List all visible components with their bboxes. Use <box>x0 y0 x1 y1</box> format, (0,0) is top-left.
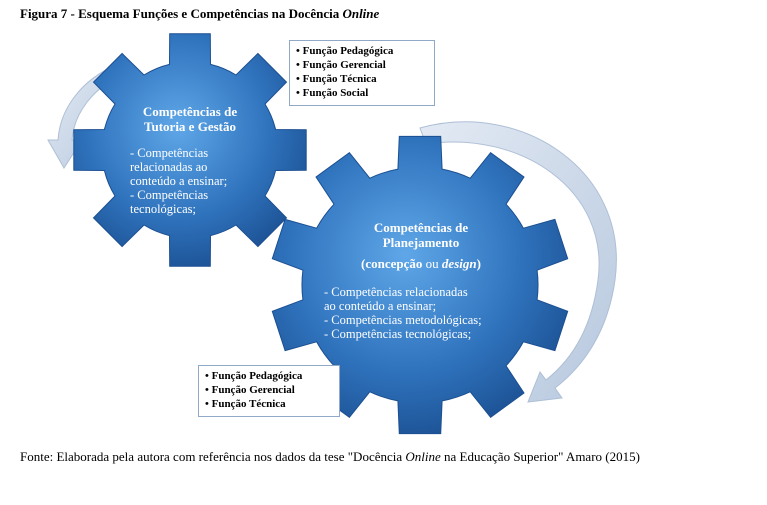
gear-bottom-subtitle: (concepção ou design) <box>316 256 526 271</box>
gear-bottom-title: Competências de Planejamento (concepção … <box>316 220 526 271</box>
source-prefix: Fonte: Elaborada pela autora com referên… <box>20 449 406 464</box>
source-suffix: na Educação Superior" Amaro (2015) <box>440 449 640 464</box>
figure-caption: Figura 7 - Esquema Funções e Competência… <box>20 6 379 22</box>
function-item: • Função Técnica <box>296 73 377 85</box>
function-item: • Função Pedagógica <box>296 45 394 57</box>
gear-bottom-body-line: ao conteúdo a ensinar; <box>324 299 437 313</box>
gear-bottom-title-line2: Planejamento <box>382 235 460 250</box>
gear-bottom-body-line: - Competências relacionadas <box>324 285 468 299</box>
gear-top <box>73 33 307 267</box>
subtitle-prefix: (concepção <box>361 256 426 271</box>
function-item: • Função Gerencial <box>205 384 295 396</box>
source-emphasis: Online <box>405 449 441 464</box>
curved-arrow-bottom <box>419 121 617 403</box>
gear-bottom-body-line: - Competências metodológicas; <box>324 313 482 327</box>
gear-bottom-body-line: - Competências tecnológicas; <box>324 327 472 341</box>
gear-top-title-line2: Tutoria e Gestão <box>144 119 236 134</box>
gear-top-title-line1: Competências de <box>142 104 238 119</box>
gear-top-title: Competências de Tutoria e Gestão <box>120 104 260 134</box>
gear-top-body-line: - Competências <box>130 146 209 160</box>
subtitle-or: ou <box>425 256 442 271</box>
functions-box-top: • Função Pedagógica • Função Gerencial •… <box>289 40 435 106</box>
gear-bottom <box>271 135 569 435</box>
function-item: • Função Pedagógica <box>205 370 303 382</box>
diagram-canvas <box>47 33 617 435</box>
gear-top-body-line: relacionadas ao <box>130 160 208 174</box>
source-note: Fonte: Elaborada pela autora com referên… <box>20 449 750 465</box>
gear-top-body-line: conteúdo a ensinar; <box>130 174 228 188</box>
gear-top-body: - Competências relacionadas ao conteúdo … <box>130 146 260 216</box>
gear-top-text: Competências de Tutoria e Gestão - Compe… <box>120 104 260 216</box>
function-item: • Função Social <box>296 87 369 99</box>
function-item: • Função Técnica <box>205 398 286 410</box>
gear-top-body-line: tecnológicas; <box>130 202 196 216</box>
curved-arrow-top <box>47 63 125 169</box>
gear-bottom-text: Competências de Planejamento (concepção … <box>316 220 526 341</box>
subtitle-suffix: ) <box>476 256 481 271</box>
gear-bottom-title-line1: Competências de <box>373 220 469 235</box>
gear-top-body-line: - Competências <box>130 188 209 202</box>
gear-bottom-body: - Competências relacionadas ao conteúdo … <box>324 285 526 341</box>
functions-box-bottom: • Função Pedagógica • Função Gerencial •… <box>198 365 340 417</box>
caption-emphasis: Online <box>342 6 380 21</box>
caption-text: Figura 7 - Esquema Funções e Competência… <box>20 6 343 21</box>
function-item: • Função Gerencial <box>296 59 386 71</box>
subtitle-design: design <box>441 256 477 271</box>
